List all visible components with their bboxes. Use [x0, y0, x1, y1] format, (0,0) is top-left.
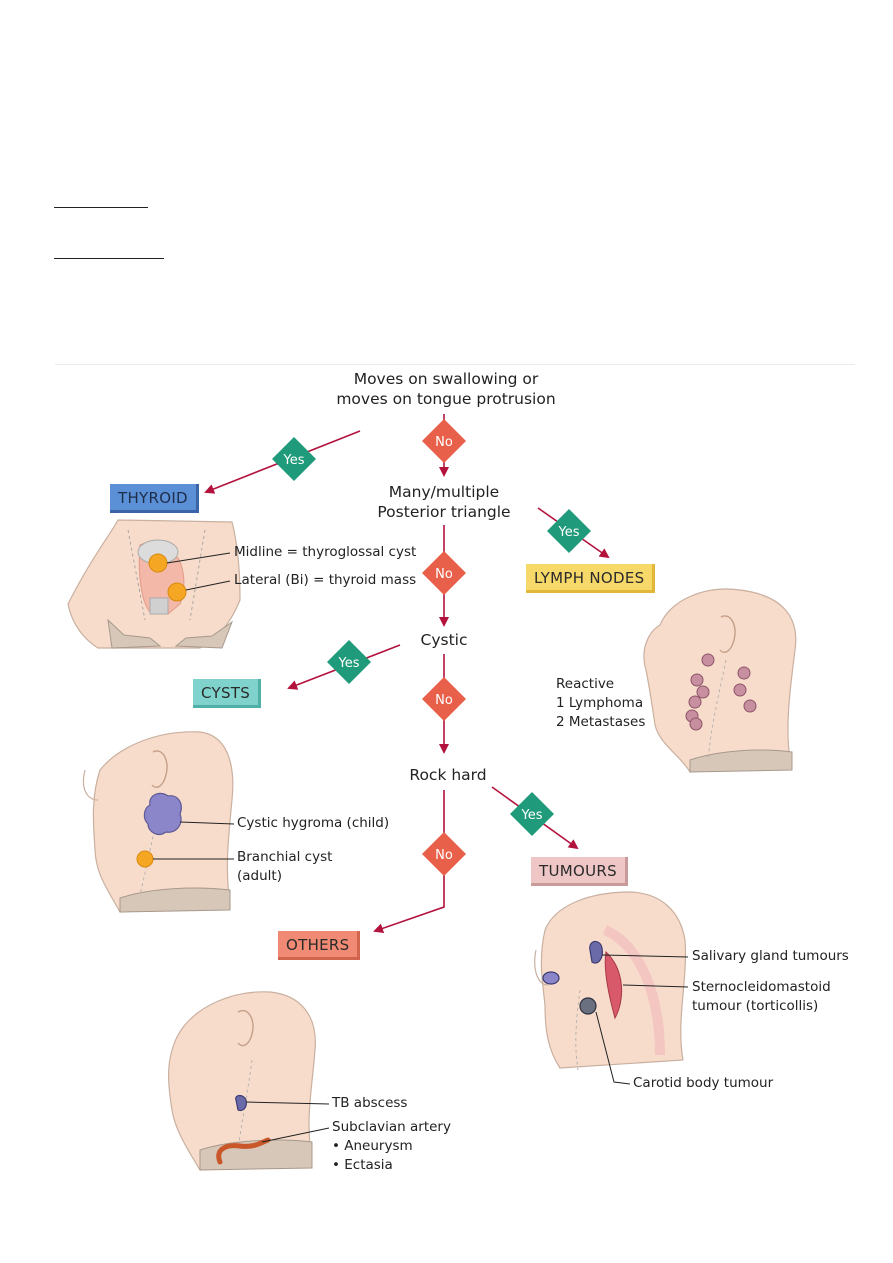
yes-diamond-3	[327, 640, 371, 684]
rock-hard-question: Rock hard	[409, 766, 487, 784]
annotation-subclavian: Subclavian artery • Aneurysm • Ectasia	[332, 1118, 451, 1175]
annotation-thyroid-lateral: Lateral (Bi) = thyroid mass	[234, 572, 417, 588]
annotation-branchial-cyst: Branchial cyst (adult)	[237, 848, 332, 886]
annotation-thyroid-midline: Midline = thyroglossal cyst	[234, 544, 417, 560]
many-multiple-line-1: Many/multiple	[388, 483, 500, 501]
others-neck-illustration	[167, 991, 316, 1171]
no-label-1: No	[435, 435, 453, 450]
no-diamond-3	[422, 677, 466, 721]
no-label-4: No	[435, 848, 453, 863]
annotation-branchial-line-1: Branchial cyst	[237, 849, 333, 865]
underline-2	[54, 258, 164, 259]
category-tumours: TUMOURS	[531, 857, 628, 886]
start-question-line-2: moves on tongue protrusion	[336, 390, 556, 408]
annotation-lymph-line-3: 2 Metastases	[556, 714, 646, 730]
thyroid-neck-illustration	[67, 519, 241, 649]
cysts-neck-illustration	[82, 731, 234, 913]
leader-lines	[153, 552, 689, 1143]
annotation-cystic-hygroma: Cystic hygroma (child)	[237, 815, 390, 831]
annotation-subclavian-line-3: • Ectasia	[332, 1157, 393, 1173]
annotation-lymph-line-2: 1 Lymphoma	[556, 695, 644, 711]
many-multiple-line-2: Posterior triangle	[377, 503, 511, 521]
cystic-question: Cystic	[420, 631, 468, 649]
page-separator	[55, 364, 855, 365]
no-diamond-1	[422, 419, 466, 463]
yes-diamond-2	[547, 509, 591, 553]
yes-label-2: Yes	[558, 525, 580, 540]
underline-1	[54, 207, 148, 208]
annotation-lymph-line-1: Reactive	[556, 676, 615, 692]
yes-diamond-1	[272, 437, 316, 481]
no-diamond-2	[422, 551, 466, 595]
yes-label-3: Yes	[338, 656, 360, 671]
no-diamond-4	[422, 832, 466, 876]
no-label-3: No	[435, 693, 453, 708]
annotation-branchial-line-2: (adult)	[237, 868, 282, 884]
yes-label-4: Yes	[521, 808, 543, 823]
annotation-sternomastoid-line-1: Sternocleidomastoid	[692, 979, 831, 995]
yes-label-1: Yes	[283, 453, 305, 468]
annotation-tb-abscess: TB abscess	[332, 1095, 408, 1111]
tumours-neck-illustration	[534, 891, 687, 1071]
annotation-lymph-nodes: Reactive 1 Lymphoma 2 Metastases	[556, 675, 645, 732]
annotation-sternomastoid-line-2: tumour (torticollis)	[692, 998, 819, 1014]
annotation-sternomastoid: Sternocleidomastoid tumour (torticollis)	[692, 978, 831, 1016]
lymph-nodes-neck-illustration	[643, 588, 797, 773]
category-thyroid: THYROID	[110, 484, 199, 513]
annotation-salivary: Salivary gland tumours	[692, 948, 849, 964]
category-cysts: CYSTS	[193, 679, 262, 708]
annotation-subclavian-line-1: Subclavian artery	[332, 1119, 451, 1135]
category-lymph-nodes: LYMPH NODES	[526, 564, 656, 593]
no-label-2: No	[435, 567, 453, 582]
many-multiple-question: Many/multiple Posterior triangle	[354, 482, 534, 522]
start-question-line-1: Moves on swallowing or	[353, 370, 539, 388]
yes-diamond-4	[510, 792, 554, 836]
annotation-subclavian-line-2: • Aneurysm	[332, 1138, 413, 1154]
start-question: Moves on swallowing or moves on tongue p…	[318, 369, 574, 409]
annotation-carotid: Carotid body tumour	[633, 1075, 774, 1091]
category-others: OTHERS	[278, 931, 361, 960]
